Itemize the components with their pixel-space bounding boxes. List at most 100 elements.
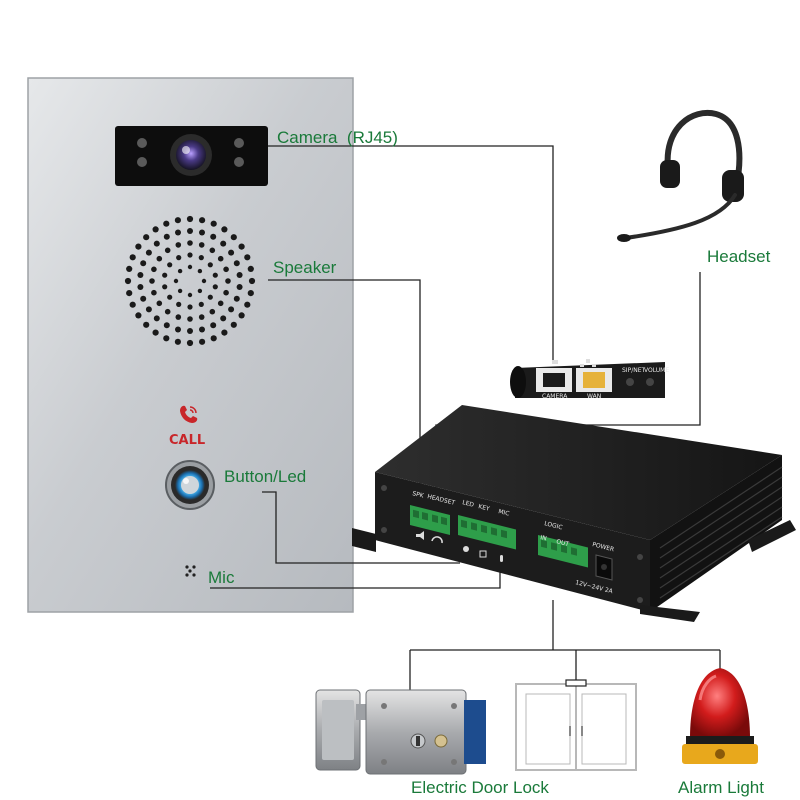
module-out-label: OUT (556, 538, 570, 548)
speaker-hole (137, 284, 144, 290)
speaker-hole (223, 266, 229, 273)
label-electric-door-lock: Electric Door Lock (411, 778, 549, 797)
keyhole-icon (416, 736, 420, 746)
speaker-hole (167, 294, 173, 300)
speaker-hole (145, 306, 152, 313)
adapter-camera-label: CAMERA (542, 393, 568, 400)
speaker-hole (124, 277, 132, 285)
terminal-spk-headset (410, 505, 450, 535)
mic-line (210, 570, 501, 589)
label-mic: Mic (208, 568, 235, 587)
headset-icon (617, 109, 744, 242)
phone-call-icon (180, 405, 198, 423)
alarm-light-icon (682, 668, 758, 764)
speaker-hole (137, 272, 144, 278)
speaker-hole (135, 312, 142, 319)
speaker-hole (173, 278, 179, 284)
speaker-hole (164, 308, 171, 315)
speaker-hole (187, 264, 193, 270)
speaker-hole (140, 260, 147, 267)
module-key-label: KEY (478, 503, 491, 513)
speaker-hole (230, 321, 237, 328)
speaker-hole (223, 289, 229, 296)
network-icon (580, 359, 596, 367)
speaker-hole (156, 300, 163, 307)
speaker-hole (187, 304, 193, 310)
speaker-hole (187, 292, 193, 298)
speaker-hole (228, 249, 235, 256)
headphone-small-icon (431, 536, 443, 544)
power-jack (595, 554, 613, 581)
speaker-hole (212, 284, 218, 290)
speaker-hole (152, 329, 159, 336)
call-button[interactable] (165, 460, 215, 510)
speaker-hole (175, 229, 181, 236)
module-mic-label: MIC (498, 508, 511, 517)
speaker-hole (197, 268, 203, 274)
mic-small-icon (500, 555, 503, 562)
speaker-hole (177, 288, 183, 294)
speaker-hole (236, 272, 243, 278)
module-led-label: LED (462, 499, 475, 509)
speaker-hole (175, 242, 182, 248)
speaker-hole (209, 308, 216, 315)
speaker-hole (175, 314, 182, 320)
terminal-logic (538, 535, 588, 568)
terminal-led-key-mic (458, 515, 516, 550)
button-line (262, 491, 460, 564)
speaker-hole (210, 322, 217, 329)
speaker-hole (244, 301, 251, 308)
adapter-volume-label: VOLUME (644, 367, 669, 374)
speaker-hole (233, 295, 240, 302)
speaker-hole (186, 215, 194, 223)
network-adapter: CAMERA WAN SIP/NET VOLUME (510, 359, 669, 400)
speaker-hole (220, 240, 227, 247)
speaker-hole (209, 247, 216, 254)
bulb-small-icon (463, 546, 469, 552)
speaker-hole (129, 254, 136, 261)
speaker-hole (247, 290, 254, 297)
speaker-hole (238, 243, 245, 250)
speaker-hole (174, 217, 181, 224)
camera-line (268, 145, 554, 363)
speaker-hole (151, 289, 157, 296)
speaker-hole (199, 338, 206, 345)
speaker-hole (149, 278, 155, 284)
speaker-hole (225, 278, 231, 284)
speaker-hole (199, 326, 205, 333)
speaker-line (268, 279, 421, 490)
speaker-hole (162, 272, 168, 278)
speaker-hole (145, 249, 152, 256)
speaker-hole (221, 329, 228, 336)
speaker-hole (217, 300, 224, 307)
speaker-hole (152, 226, 159, 233)
speaker-hole (164, 247, 171, 254)
lan-icon (552, 360, 558, 364)
speaker-hole (244, 254, 251, 261)
speaker-hole (198, 314, 205, 320)
speaker-hole (210, 335, 217, 342)
mic-holes (185, 565, 196, 577)
speaker-hole (153, 240, 160, 247)
speaker-hole (176, 301, 182, 307)
intercom-module: SPK HEADSET LED KEY MIC LOGIC IN OUT POW… (352, 405, 796, 622)
speaker-hole (233, 260, 240, 267)
speaker-hole (187, 252, 193, 258)
intercom-panel (27, 77, 354, 613)
speaker-hole (207, 294, 213, 300)
speaker-grille (124, 215, 256, 347)
speaker-hole (247, 265, 254, 272)
speaker-hole (199, 217, 206, 224)
speaker-hole (220, 315, 227, 322)
speaker-hole (162, 284, 168, 290)
speaker-hole (163, 322, 170, 329)
speaker-hole (174, 338, 181, 345)
speaker-hole (153, 315, 160, 322)
connection-lines (210, 145, 721, 690)
label-headset: Headset (707, 247, 771, 266)
speaker-hole (217, 255, 224, 262)
camera-module (115, 126, 268, 186)
speaker-hole (163, 335, 170, 342)
speaker-hole (201, 278, 207, 284)
